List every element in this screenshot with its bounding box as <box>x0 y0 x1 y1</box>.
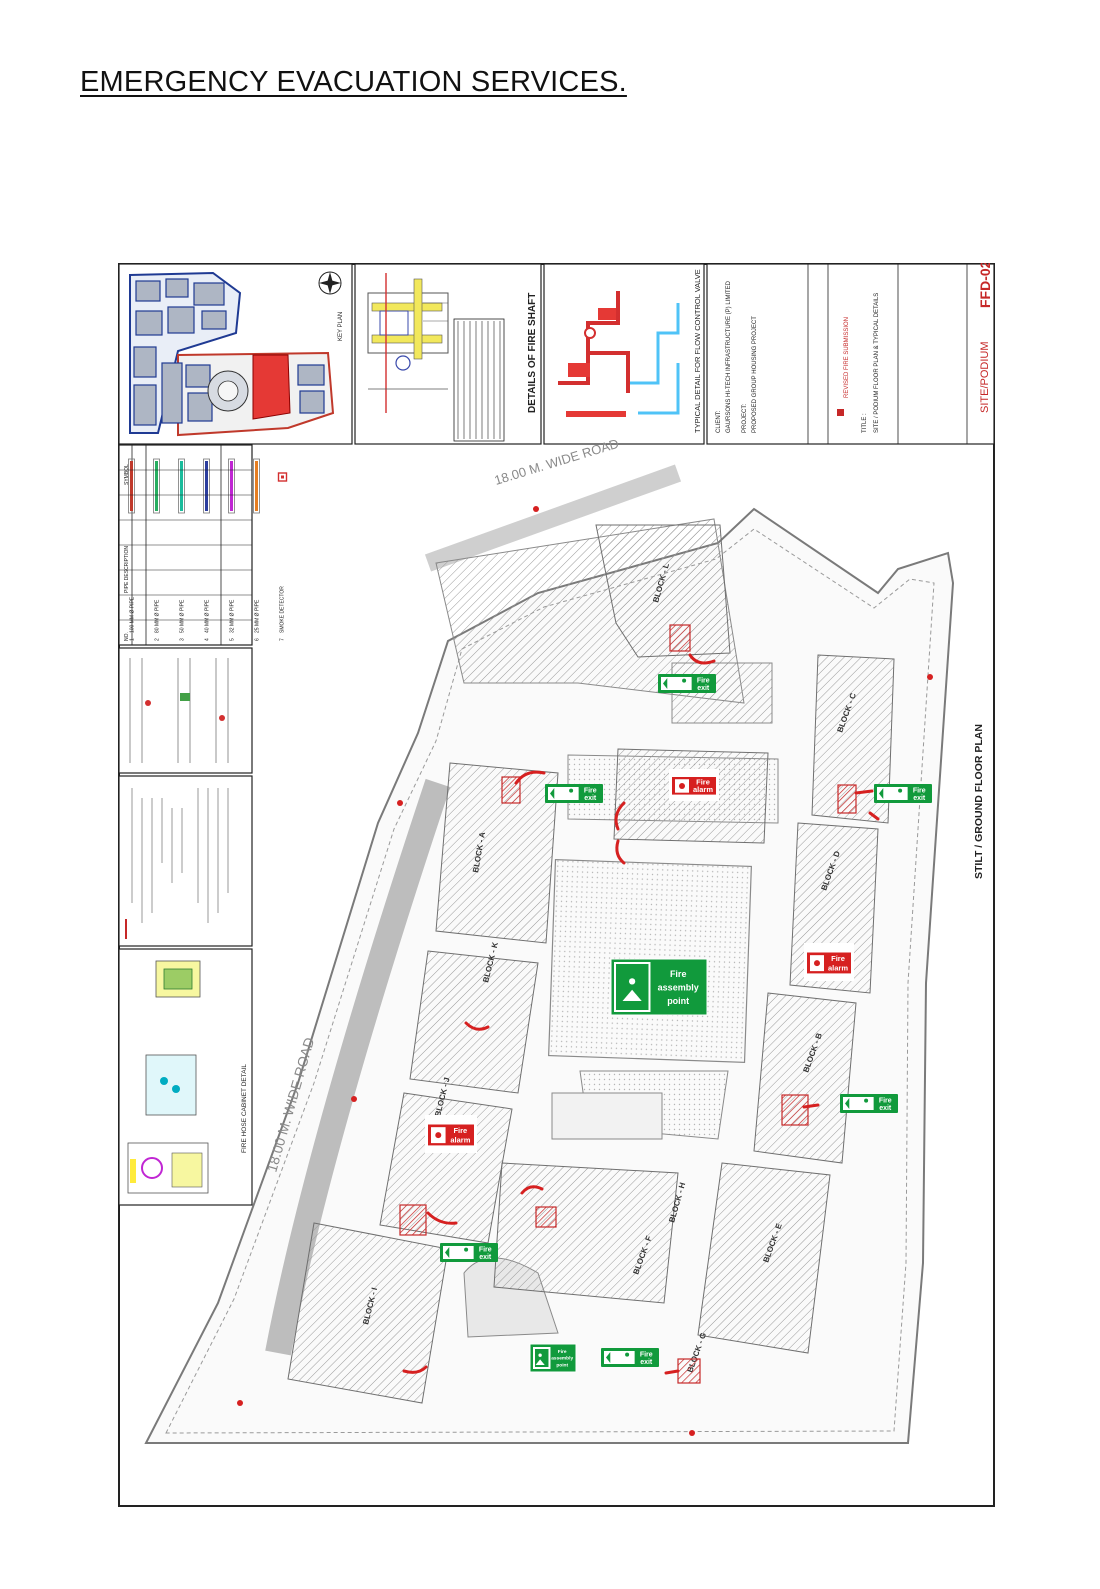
fire-assembly-point-sign: Fire assembly point <box>610 958 708 1016</box>
title-block-line-6: SITE / PODIUM FLOOR PLAN & TYPICAL DETAI… <box>874 293 880 433</box>
legend-no: 2 <box>155 638 161 641</box>
legend-symbol-fill <box>180 461 183 511</box>
hose-cabinet-detail: FIRE HOSE CABINET DETAIL <box>118 948 253 1206</box>
legend-symbol-fill <box>155 461 158 511</box>
assembly-text: Fire <box>670 969 687 979</box>
legend-symbol <box>153 458 160 514</box>
fire-exit-text: Fire <box>640 1352 653 1359</box>
legend-header-desc: PIPE DESCRIPTION <box>124 546 130 593</box>
assembly-text: Fire <box>558 1349 567 1355</box>
fire-exit-text: Fire <box>879 1098 892 1105</box>
fire-exit-text: exit <box>697 685 710 692</box>
fire-exit-text: exit <box>479 1254 492 1261</box>
plan-title: STILT / GROUND FLOOR PLAN <box>973 724 985 879</box>
fire-alarm-text: Fire <box>453 1126 467 1135</box>
legend-desc: 40 MM Ø PIPE <box>205 599 211 633</box>
fire-exit-text: exit <box>913 795 926 802</box>
fire-exit-text: Fire <box>479 1247 492 1254</box>
sheet-code: SITE/PODIUM <box>979 341 991 413</box>
fire-alarm-text: Fire <box>696 777 710 786</box>
assembly-text: point <box>556 1362 568 1368</box>
legend-symbol-fill <box>130 461 133 511</box>
legend-symbol <box>128 458 135 514</box>
fire-alarm-text: Fire <box>831 954 845 963</box>
legend-desc: SMOKE DETECTOR <box>280 586 286 633</box>
fire-exit-text: Fire <box>697 678 710 685</box>
legend-symbol-fill <box>205 461 208 511</box>
key-plan-label: KEY PLAN <box>338 312 344 341</box>
fire-alarm-text: alarm <box>693 785 713 794</box>
drawing-number: FFD-02 <box>977 263 993 308</box>
legend-symbol-fill <box>230 461 233 511</box>
fire-alarm-text: alarm <box>450 1135 470 1144</box>
legend-desc: 50 MM Ø PIPE <box>180 599 186 633</box>
flow-valve-title: TYPICAL DETAIL FOR FLOW CONTROL VALVE <box>693 269 702 433</box>
legend-header-no: NO. <box>124 632 130 641</box>
legend-no: 5 <box>230 638 236 641</box>
page-title: EMERGENCY EVACUATION SERVICES. <box>80 66 627 98</box>
fire-alarm-text: alarm <box>828 963 848 972</box>
legend-no: 3 <box>180 638 186 641</box>
fire-exit-text: Fire <box>913 788 926 795</box>
assembly-text: assembly <box>551 1356 573 1362</box>
legend-table: 1 100 MM Ø PIPE 2 80 MM Ø PIPE 3 50 MM Ø PIPE… <box>118 444 288 646</box>
title-block-line-3: PROJECT: <box>742 404 748 433</box>
legend-no: 7 <box>280 638 286 641</box>
legend-symbol <box>253 458 260 514</box>
title-block-line-4: PROPOSED GROUP HOUSING PROJECT <box>752 316 758 433</box>
legend-symbol <box>203 458 210 514</box>
fire-shaft-detail: DETAILS OF FIRE SHAFT <box>354 263 542 445</box>
legend-symbol <box>228 458 235 514</box>
riser-diagram <box>118 647 253 774</box>
legend-symbol <box>178 458 185 514</box>
legend-desc: 100 MM Ø PIPE <box>130 596 136 633</box>
legend-no: 1 <box>130 638 136 641</box>
legend-symbol-fill <box>255 461 258 511</box>
key-plan: KEY PLAN <box>118 263 353 445</box>
title-block-line-5: TITLE : <box>862 413 868 433</box>
title-block-line-2: GAURSONS HI-TECH INFRASTRUCTURE (P) LIMI… <box>726 280 732 433</box>
legend-header-symbol: SYMBOL <box>124 464 130 485</box>
legend-no: 6 <box>255 638 261 641</box>
smoke-detector-symbol <box>277 472 288 482</box>
fire-drawing-sheet: KEY PLAN DETAILS OF FIRE SHAFT <box>118 263 995 1507</box>
title-block: CLIENT: GAURSONS HI-TECH INFRASTRUCTURE … <box>706 263 995 445</box>
legend-desc: 32 MM Ø PIPE <box>230 599 236 633</box>
title-block-line-7: REVISED FIRE SUBMISSION <box>844 317 850 398</box>
fire-shaft-title: DETAILS OF FIRE SHAFT <box>527 293 538 413</box>
fire-exit-text: Fire <box>584 788 597 795</box>
site-plan: 18.00 M. WIDE ROAD 18.00 M. WIDE ROAD BL… <box>144 436 985 1444</box>
fire-exit-text: exit <box>584 795 597 802</box>
notes-panel <box>118 775 253 947</box>
hose-cabinet-title: FIRE HOSE CABINET DETAIL <box>241 1064 248 1153</box>
legend-desc: 25 MM Ø PIPE <box>255 599 261 633</box>
title-block-line-1: CLIENT: <box>716 410 722 433</box>
fire-exit-text: exit <box>879 1105 892 1112</box>
assembly-text: assembly <box>658 982 699 992</box>
legend-no: 4 <box>205 638 211 641</box>
legend-desc: 80 MM Ø PIPE <box>155 599 161 633</box>
assembly-text: point <box>667 996 689 1006</box>
fire-exit-text: exit <box>640 1359 653 1366</box>
flow-valve-detail: TYPICAL DETAIL FOR FLOW CONTROL VALVE <box>543 263 705 445</box>
